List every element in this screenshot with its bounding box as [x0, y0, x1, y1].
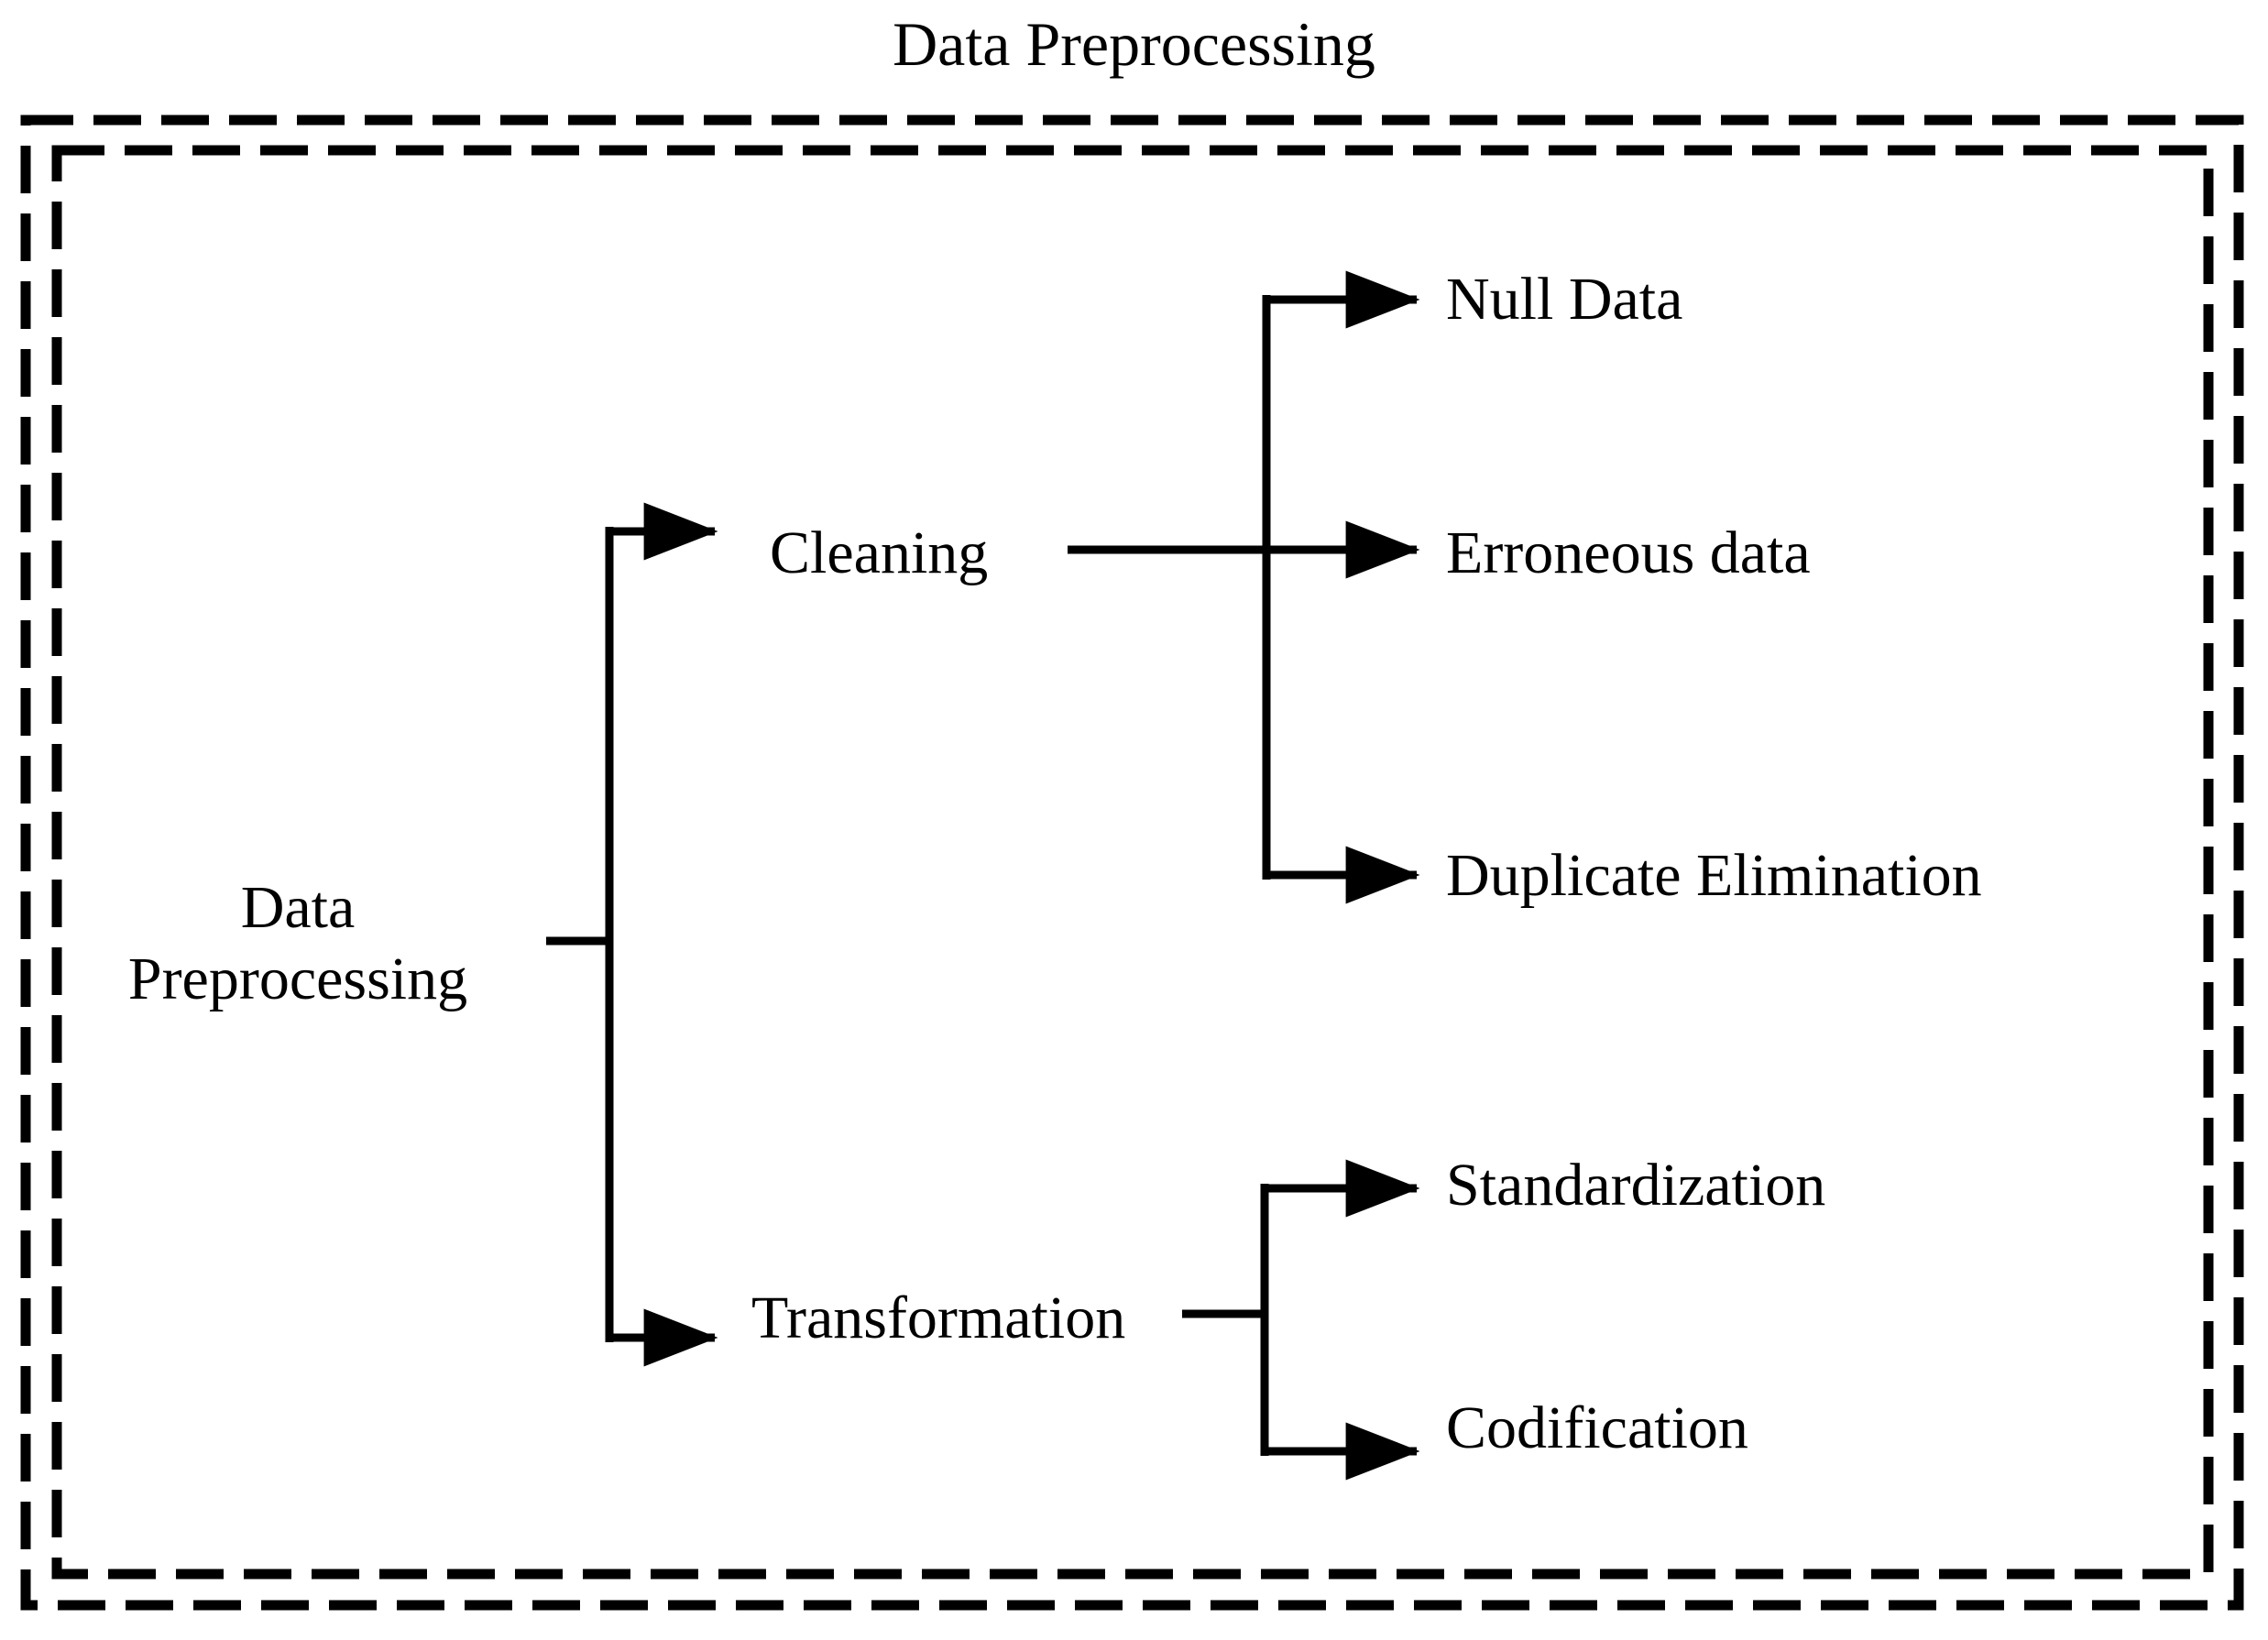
node-codification: Codification: [1446, 1394, 1748, 1461]
node-root-line1: Data: [240, 874, 356, 941]
node-root-line2: Preprocessing: [127, 945, 468, 1012]
inner-dashed-border: [51, 145, 2214, 1580]
node-erroneous-data: Erroneous data: [1446, 519, 1811, 586]
node-cleaning: Cleaning: [770, 519, 989, 586]
node-standardization: Standardization: [1446, 1152, 1826, 1219]
node-null-data: Null Data: [1446, 266, 1683, 333]
outer-dashed-border: [20, 115, 2244, 1611]
node-transformation: Transformation: [751, 1285, 1126, 1351]
node-duplicate-elimination: Duplicate Elimination: [1446, 842, 1982, 909]
figure-title: Data Preprocessing: [893, 9, 1375, 79]
